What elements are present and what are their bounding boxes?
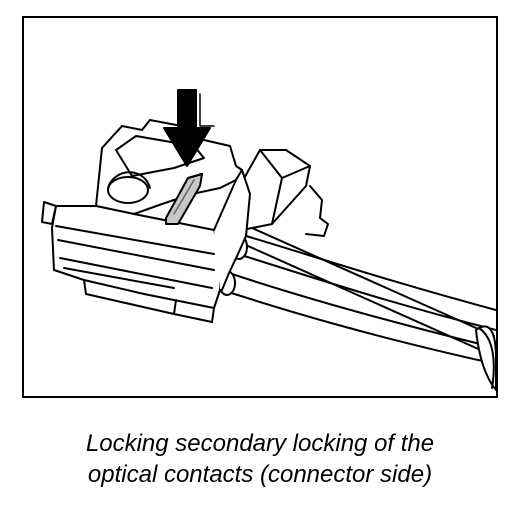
- connector-secondary-lock-illustration: [41, 89, 496, 391]
- caption-line-1: Locking secondary locking of the: [85, 430, 435, 457]
- locking-slide: [165, 173, 203, 225]
- caption-line-2: optical contacts (connector side): [87, 461, 433, 488]
- optical-cable: [218, 234, 496, 365]
- figure-caption: Locking secondary locking of the optical…: [0, 428, 520, 490]
- down-arrow-icon: [163, 89, 215, 167]
- connector-housing: [41, 119, 251, 323]
- figure-frame: [22, 16, 498, 398]
